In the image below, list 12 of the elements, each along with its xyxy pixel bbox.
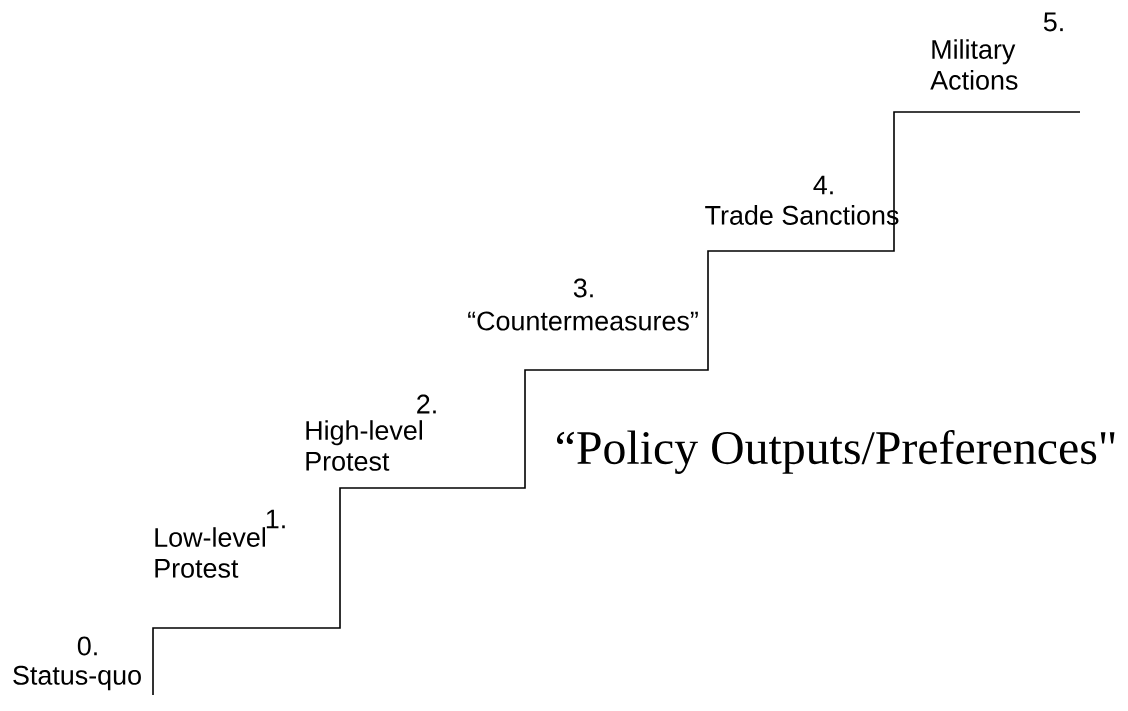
step-number: 4. (813, 175, 833, 195)
step-label: Military Actions (930, 39, 1018, 90)
step-label: High-level Protest (306, 420, 422, 471)
step-number: 0. (77, 636, 97, 656)
step-number: 2. (417, 394, 436, 414)
diagram-title: “Policy Outputs/Preferences" (556, 430, 1115, 474)
step-label: Low-level Protest (155, 527, 265, 578)
step-label: “Countermeasures” (468, 311, 698, 331)
step-label: Status-quo (13, 665, 141, 691)
step-number: 1. (266, 509, 285, 529)
step-number: 5. (1043, 12, 1063, 32)
step-number: 3. (573, 278, 593, 298)
